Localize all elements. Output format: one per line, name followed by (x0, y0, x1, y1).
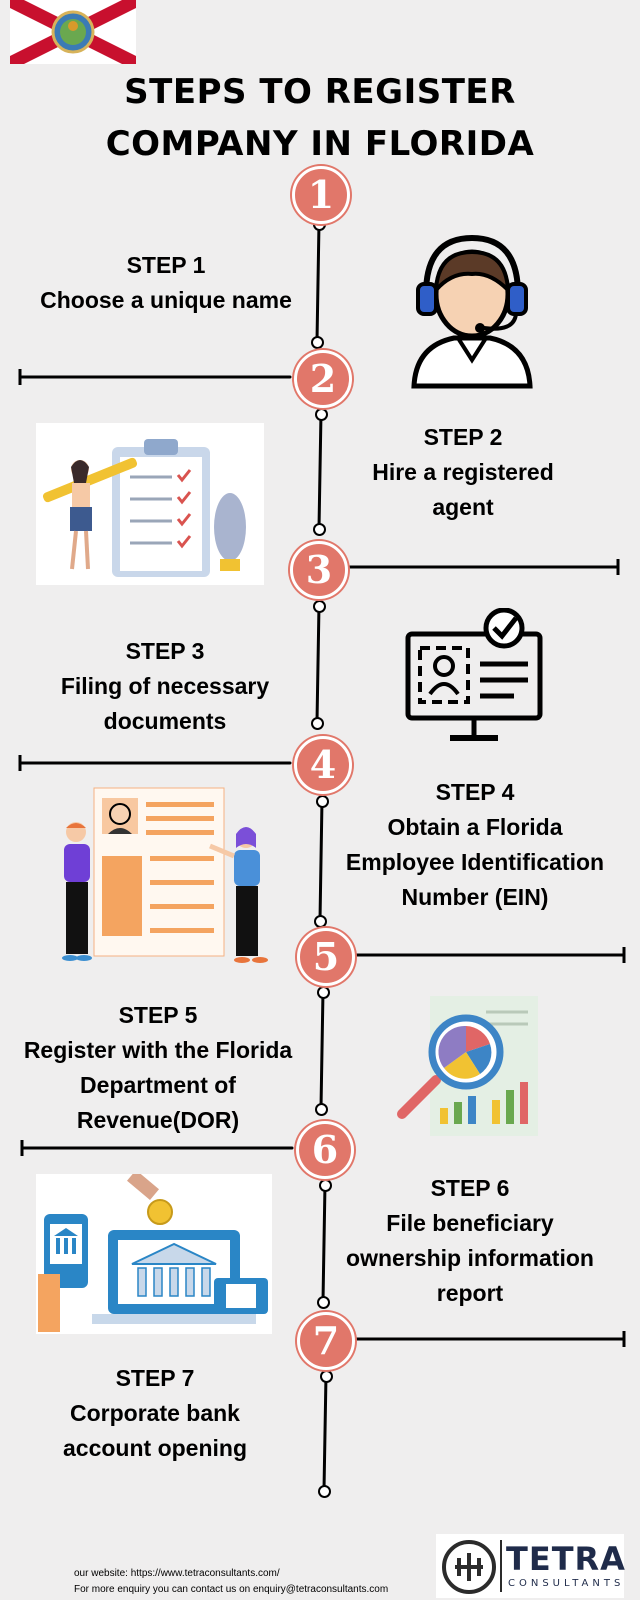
step-label: STEP 2 (423, 424, 503, 450)
step-number-badge: 4 (294, 736, 352, 794)
step-4-text: STEP 4 Obtain a Florida Employee Identif… (326, 775, 624, 915)
tetra-logo-icon (442, 1540, 496, 1594)
timeline-dot (319, 1179, 332, 1192)
timeline-dot (317, 1296, 330, 1309)
title-line-2: COMPANY IN FLORIDA (105, 124, 535, 164)
step-description: account opening (63, 1435, 247, 1461)
step-3-text: STEP 3 Filing of necessary documents (20, 634, 310, 739)
step-label: STEP 1 (126, 252, 206, 278)
step-number-badge: 3 (290, 541, 348, 599)
timeline-dot (317, 986, 330, 999)
step-1-text: STEP 1 Choose a unique name (10, 248, 322, 318)
step-description: Employee Identification (345, 849, 605, 875)
step-label: STEP 6 (430, 1175, 510, 1201)
timeline-dot (313, 523, 326, 536)
logo-sub: CONSULTANTS (508, 1578, 625, 1589)
step-6-text: STEP 6 File beneficiary ownership inform… (330, 1171, 610, 1311)
timeline-dot (314, 915, 327, 928)
step-5-text: STEP 5 Register with the Florida Departm… (4, 998, 312, 1138)
step-description: agent (432, 494, 494, 520)
timeline-dot (315, 1103, 328, 1116)
step-number-badge: 5 (297, 928, 355, 986)
checklist-clipboard-icon (36, 423, 264, 585)
step-description: Choose a unique name (40, 287, 292, 313)
step-description: Obtain a Florida (387, 814, 563, 840)
footer-website: our website: https://www.tetraconsultant… (74, 1568, 280, 1579)
monitor-profile-check-icon (404, 607, 544, 748)
step-description: documents (103, 708, 227, 734)
step-description: report (436, 1280, 504, 1306)
timeline-dot (311, 336, 324, 349)
tetra-logo: TETRA CONSULTANTS (436, 1534, 626, 1598)
step-label: STEP 3 (125, 638, 205, 664)
timeline-dot (316, 795, 329, 808)
customer-support-agent-icon (404, 228, 540, 392)
step-number-badge: 1 (292, 166, 350, 224)
page-title: STEPS TO REGISTER COMPANY IN FLORIDA (0, 66, 640, 170)
step-label: STEP 5 (118, 1002, 198, 1028)
step-2-text: STEP 2 Hire a registered agent (330, 420, 596, 525)
step-description: Department of (80, 1072, 236, 1098)
timeline-dot (320, 1370, 333, 1383)
step-description: File beneficiary (386, 1210, 554, 1236)
logo-divider (500, 1540, 502, 1592)
step-description: Register with the Florida (23, 1037, 293, 1063)
timeline-dot (313, 600, 326, 613)
florida-flag-icon (10, 0, 136, 64)
step-description: Filing of necessary (60, 673, 270, 699)
analytics-magnifier-icon (396, 996, 542, 1136)
bank-payment-icon (36, 1169, 272, 1334)
step-7-text: STEP 7 Corporate bank account opening (20, 1361, 290, 1466)
logo-name: TETRA (506, 1540, 626, 1578)
title-line-1: STEPS TO REGISTER (124, 72, 516, 112)
step-label: STEP 4 (435, 779, 515, 805)
step-label: STEP 7 (115, 1365, 195, 1391)
step-description: ownership information (346, 1245, 594, 1271)
step-description: Corporate bank (70, 1400, 240, 1426)
step-number-badge: 2 (294, 350, 352, 408)
timeline-dot (318, 1485, 331, 1498)
step-description: Hire a registered (372, 459, 554, 485)
step-description: Revenue(DOR) (76, 1107, 240, 1133)
footer: our website: https://www.tetraconsultant… (74, 1566, 388, 1598)
step-number-badge: 6 (296, 1121, 354, 1179)
footer-contact: For more enquiry you can contact us on e… (74, 1584, 389, 1595)
timeline-dot (315, 408, 328, 421)
resume-team-icon (50, 784, 280, 984)
timeline-dot (311, 717, 324, 730)
step-description: Number (EIN) (401, 884, 549, 910)
step-number-badge: 7 (297, 1312, 355, 1370)
